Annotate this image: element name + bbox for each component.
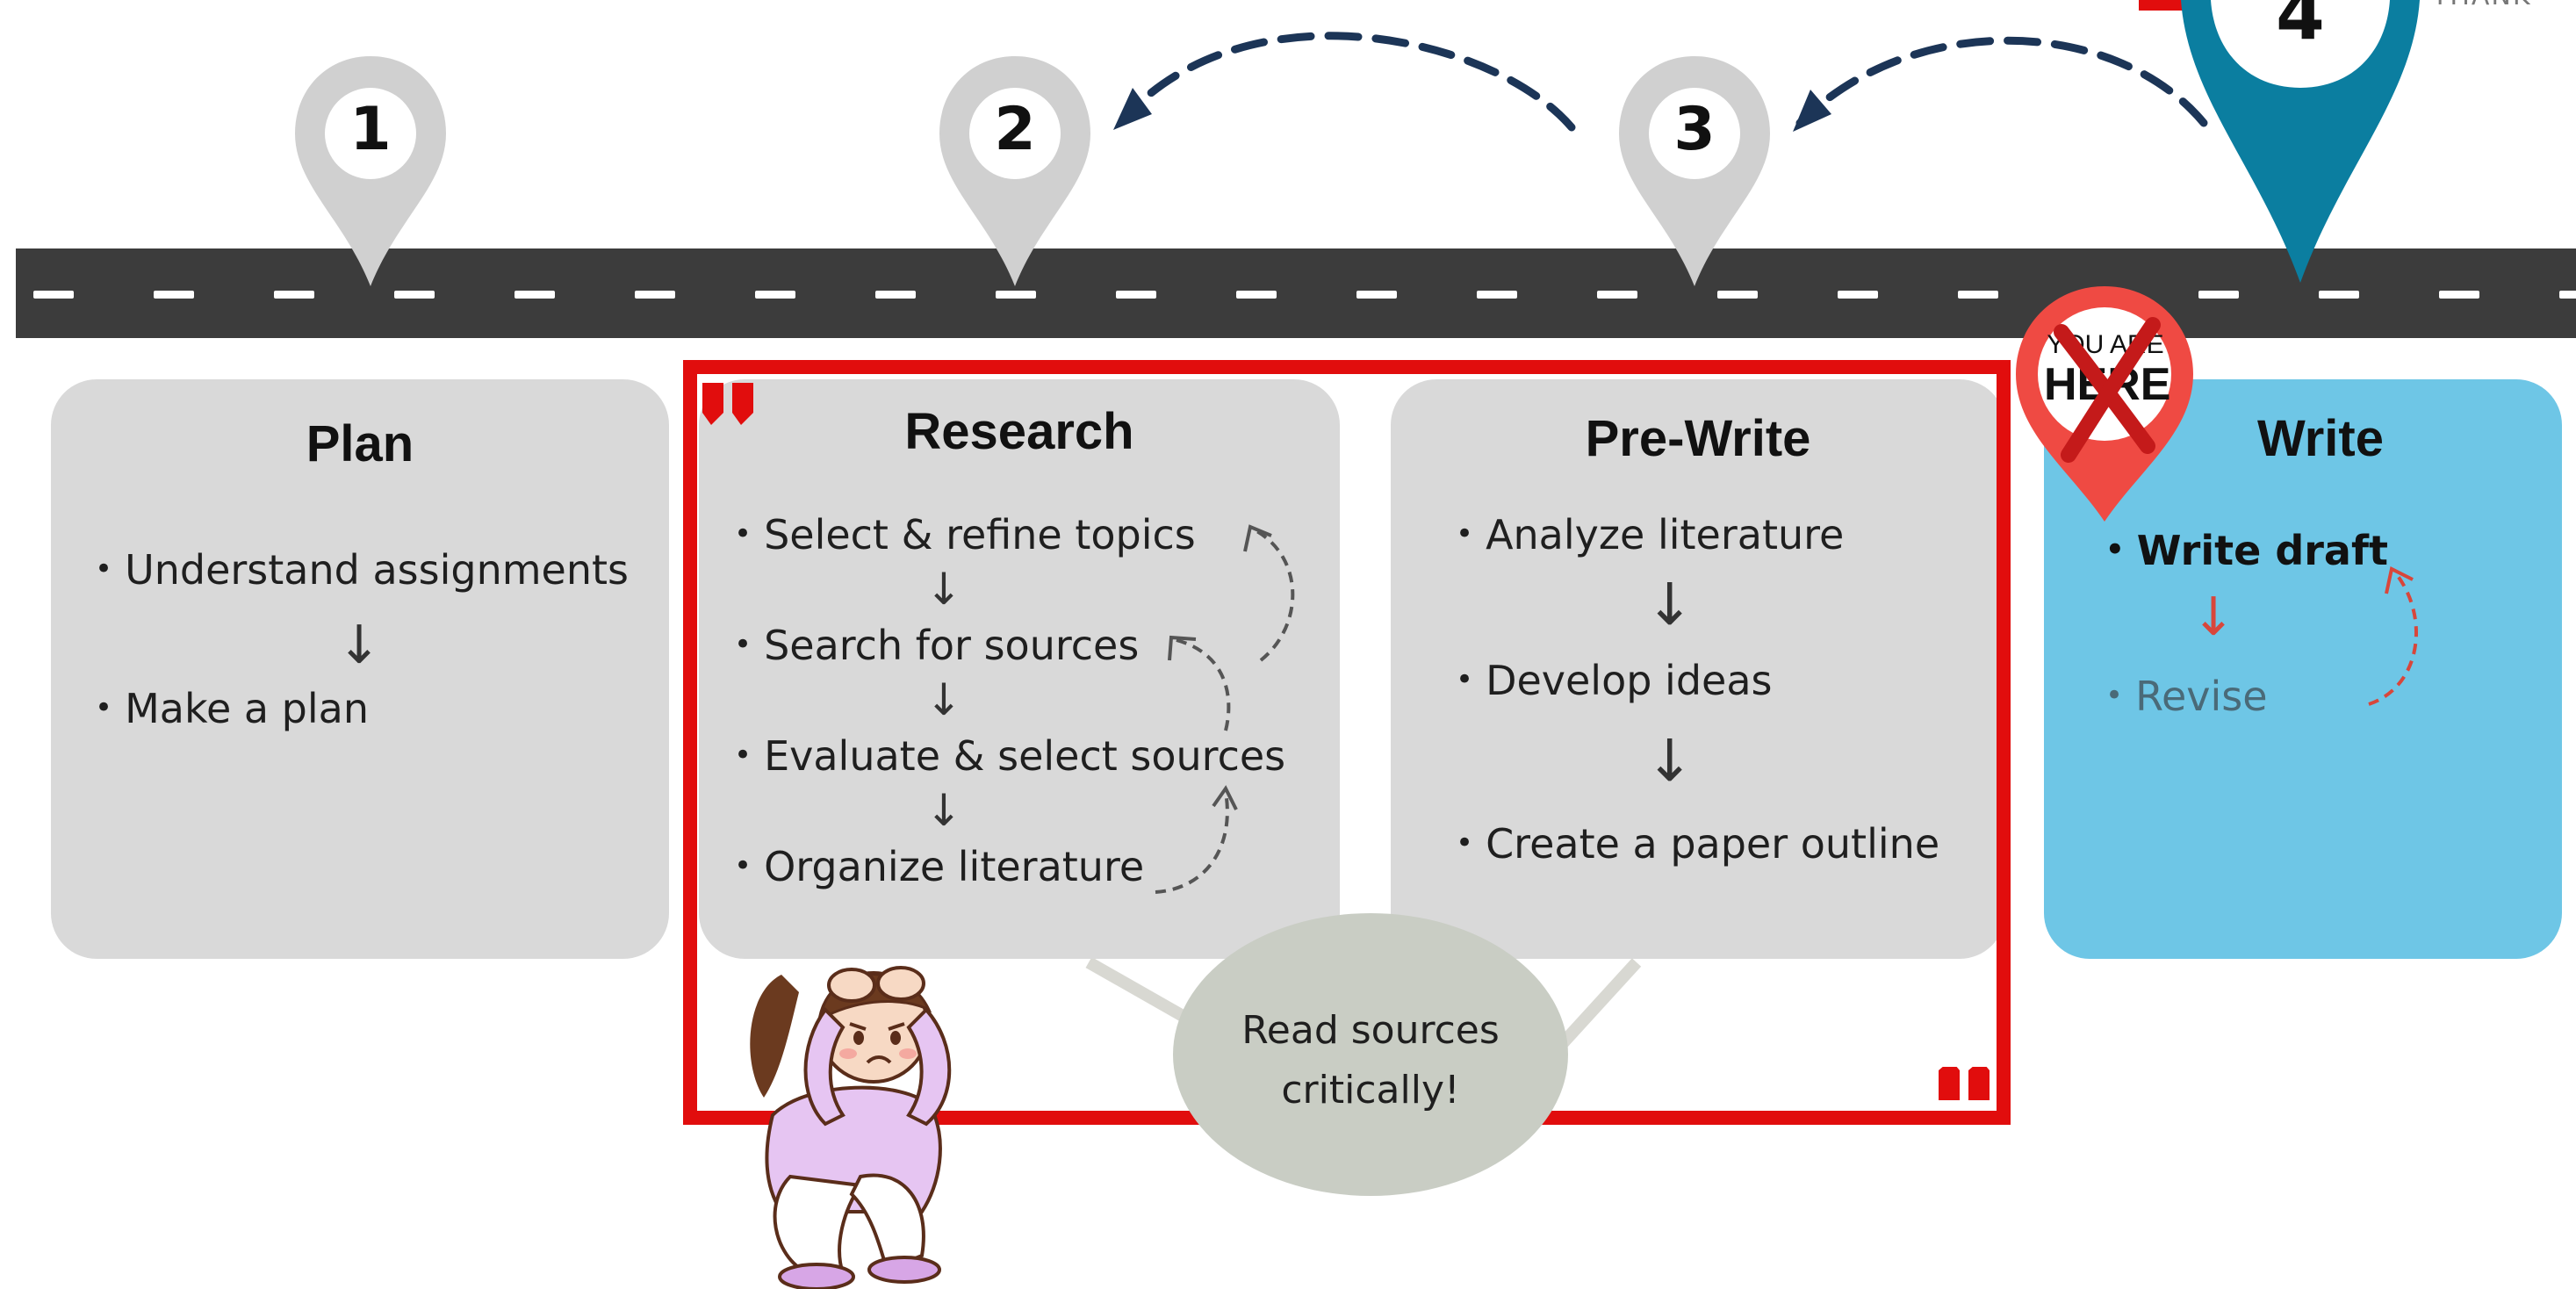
prewrite-item-1: •Analyze literature <box>1456 511 1845 558</box>
quote-close-icon <box>1939 1067 1990 1100</box>
research-item-2: •Search for sources <box>734 622 1140 669</box>
arrow-down-icon: ↓ <box>1645 571 1695 638</box>
arrow-down-icon: ↓ <box>925 785 962 836</box>
lane-dash <box>2439 291 2479 299</box>
write-item-1-text: Write draft <box>2136 527 2388 574</box>
lane-dash <box>996 291 1036 299</box>
plan-item-2-text: Make a plan <box>125 685 369 732</box>
arrow-down-icon: ↓ <box>925 564 962 615</box>
loop-arrows <box>1155 524 1295 894</box>
road <box>16 248 2576 338</box>
arrow-down-icon: ↓ <box>1645 727 1695 795</box>
lane-dash <box>1597 291 1637 299</box>
arrow-down-icon: ↓ <box>2191 587 2236 648</box>
lane-dash <box>755 291 795 299</box>
logo-red-bar-1 <box>2139 0 2193 11</box>
research-item-4-text: Organize literature <box>764 843 1145 890</box>
card-plan: Plan •Understand assignments ↓ •Make a p… <box>51 379 669 959</box>
cross-mark-icon <box>2054 317 2161 463</box>
prewrite-item-2: •Develop ideas <box>1456 657 1773 704</box>
pin-2-number: 2 <box>994 95 1036 164</box>
plan-item-1: •Understand assignments <box>95 546 629 594</box>
you-are-here-pin: YOU ARE HERE <box>2012 283 2197 525</box>
quote-open-icon <box>702 383 753 425</box>
arrow-down-icon: ↓ <box>337 615 382 676</box>
card-prewrite: Pre-Write •Analyze literature ↓ •Develop… <box>1391 379 2005 959</box>
card-plan-title: Plan <box>306 415 414 472</box>
revise-loop-arrow <box>2368 566 2418 706</box>
research-item-2-text: Search for sources <box>764 622 1140 669</box>
card-research-title: Research <box>904 403 1134 460</box>
arrow-3-to-2 <box>1119 32 1576 132</box>
plan-item-2: •Make a plan <box>95 685 369 732</box>
prewrite-item-3: •Create a paper outline <box>1456 820 1940 868</box>
lane-dash <box>2319 291 2359 299</box>
stressed-student-illustration <box>750 966 952 1289</box>
write-item-1: •Write draft <box>2105 527 2388 574</box>
arrow-4-to-3 <box>1795 36 2208 127</box>
lane-dash <box>1477 291 1517 299</box>
pin-2: 2 <box>936 53 1094 290</box>
lane-dash <box>1116 291 1156 299</box>
callout-text-2: critically! <box>1281 1068 1460 1113</box>
lane-dash <box>2559 291 2576 299</box>
lane-dash <box>154 291 194 299</box>
lane-dash <box>2198 291 2239 299</box>
lane-dash <box>274 291 314 299</box>
callout-bubble: Read sources critically! <box>1173 913 1568 1196</box>
arrow-down-icon: ↓ <box>925 674 962 725</box>
prewrite-item-1-text: Analyze literature <box>1486 511 1845 558</box>
research-item-3-text: Evaluate & select sources <box>764 732 1286 780</box>
lane-dash <box>1236 291 1277 299</box>
lane-dash <box>1356 291 1397 299</box>
lane-dash <box>1717 291 1758 299</box>
plan-item-1-text: Understand assignments <box>125 546 629 594</box>
research-item-1: •Select & refine topics <box>734 511 1196 558</box>
write-item-2-text: Revise <box>2135 673 2268 720</box>
pin-3-number: 3 <box>1673 95 1716 164</box>
pin-1: 1 <box>291 53 450 290</box>
card-write-title: Write <box>2257 410 2384 467</box>
card-prewrite-title: Pre-Write <box>1585 410 1811 467</box>
lane-dash <box>514 291 555 299</box>
prewrite-item-3-text: Create a paper outline <box>1486 820 1940 868</box>
lane-dash <box>394 291 435 299</box>
lane-dash <box>1958 291 1998 299</box>
pin-3: 3 <box>1615 53 1774 290</box>
research-item-1-text: Select & refine topics <box>764 511 1196 558</box>
write-item-2: •Revise <box>2105 673 2268 720</box>
research-item-4: •Organize literature <box>734 843 1145 890</box>
card-research: Research •Select & refine topics ↓ •Sear… <box>699 379 1340 959</box>
pin-4-number: 4 <box>2276 0 2325 55</box>
prewrite-item-2-text: Develop ideas <box>1486 657 1773 704</box>
lane-dash <box>33 291 74 299</box>
lane-dash <box>1838 291 1878 299</box>
arrow-head-4-to-3 <box>1793 90 1831 132</box>
callout-text-1: Read sources <box>1241 1008 1500 1053</box>
back-arrows <box>1113 32 2208 132</box>
lane-dash <box>875 291 916 299</box>
research-item-3: •Evaluate & select sources <box>734 732 1286 780</box>
lane-dash <box>635 291 675 299</box>
pin-1-number: 1 <box>349 95 392 164</box>
arrow-head-3-to-2 <box>1113 88 1152 130</box>
logo-text: THANK <box>2432 0 2532 11</box>
pin-4: 4 <box>2176 0 2425 290</box>
